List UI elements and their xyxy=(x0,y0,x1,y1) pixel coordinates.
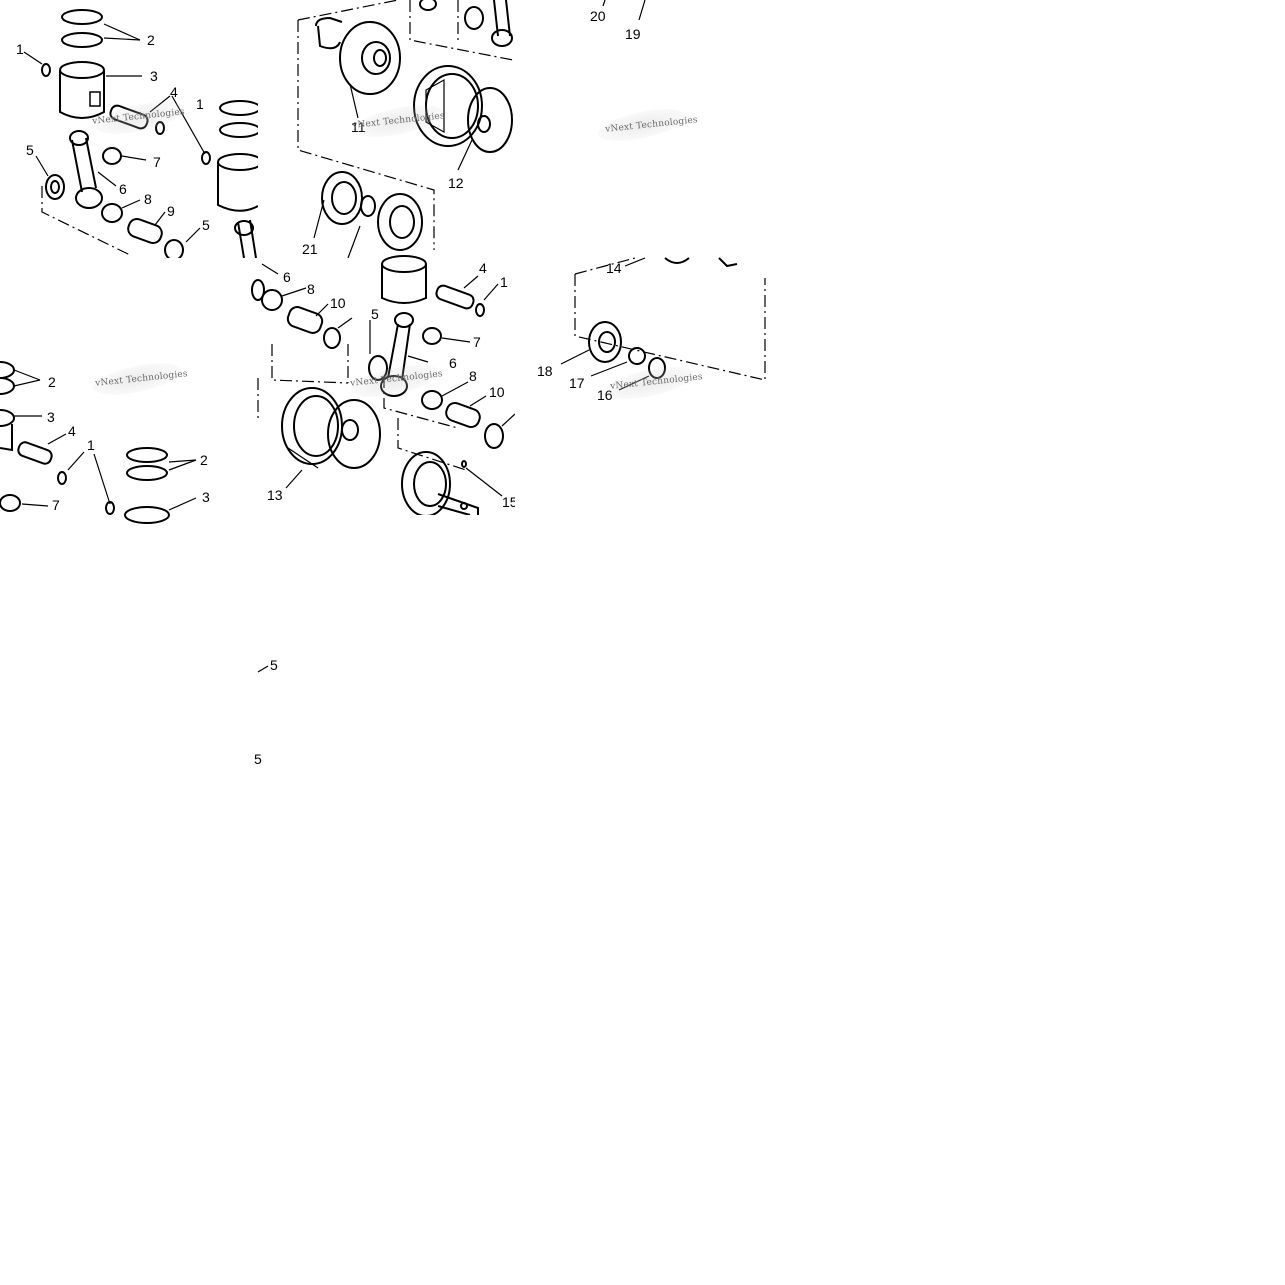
exploded-view-drawing xyxy=(560,257,766,391)
callout-label: 13 xyxy=(267,487,283,503)
callout-label: 7 xyxy=(473,334,481,350)
callout-label: 2 xyxy=(48,374,56,390)
callout-label: 5 xyxy=(26,142,34,158)
callout-label: 8 xyxy=(144,191,152,207)
diagram-tile-lower-center: 5 5 xyxy=(254,515,515,772)
callout-label: 10 xyxy=(330,295,346,311)
callout-label: 3 xyxy=(150,68,158,84)
exploded-view-drawing xyxy=(602,0,646,21)
callout-label: 2 xyxy=(200,452,208,468)
callout-label: 3 xyxy=(47,409,55,425)
callout-label: 1 xyxy=(87,437,95,453)
callout-label: 5 xyxy=(270,657,278,673)
exploded-view-drawing xyxy=(0,361,197,524)
callout-label: 8 xyxy=(307,281,315,297)
diagram-tile-bearing-right: 14 18 17 16 vNext Technologies xyxy=(515,257,772,515)
callout-label: 7 xyxy=(153,154,161,170)
callout-label: 4 xyxy=(479,260,487,276)
exploded-view-drawing xyxy=(257,665,269,673)
exploded-view-drawing xyxy=(297,0,514,259)
callout-label: 8 xyxy=(469,368,477,384)
callout-label: 17 xyxy=(569,375,585,391)
diagram-tile-upper-right: 20 19 vNext Technologies xyxy=(515,0,772,258)
callout-label: 4 xyxy=(68,423,76,439)
callout-label: 20 xyxy=(590,8,606,24)
callout-label: 1 xyxy=(16,41,24,57)
callout-label: 6 xyxy=(449,355,457,371)
callout-label: 3 xyxy=(202,489,210,505)
callout-label: 1 xyxy=(196,96,204,112)
callout-label: 19 xyxy=(625,26,641,42)
callout-label: 10 xyxy=(489,384,505,400)
diagram-tile-crank-left: 11 12 21 vNext Technologies xyxy=(258,0,515,259)
callout-label: 18 xyxy=(537,363,553,379)
diagram-tile-center: 6 8 10 4 1 5 7 6 8 10 13 15 vNext Techno… xyxy=(251,255,518,517)
callout-label: 4 xyxy=(170,84,178,100)
exploded-view-drawing xyxy=(251,255,516,517)
callout-label: 2 xyxy=(147,32,155,48)
callout-label: 6 xyxy=(283,269,291,285)
callout-label: 9 xyxy=(167,203,175,219)
callout-label: 1 xyxy=(500,274,508,290)
callout-label: 12 xyxy=(448,175,464,191)
callout-label: 5 xyxy=(202,217,210,233)
diagram-tile-piston-rod-left: 2 1 3 4 1 5 7 6 8 9 5 vNext Technologies xyxy=(0,0,263,261)
callout-label: 5 xyxy=(254,751,262,767)
callout-label: 21 xyxy=(302,241,318,257)
callout-label: 15 xyxy=(502,494,518,510)
callout-label: 16 xyxy=(597,387,613,403)
callout-label: 7 xyxy=(52,497,60,513)
callout-label: 14 xyxy=(606,260,622,276)
callout-label: 11 xyxy=(351,120,366,134)
callout-label: 6 xyxy=(119,181,127,197)
diagram-tile-piston-rod-lower: 2 3 4 1 2 7 3 vNext Technologies xyxy=(0,258,258,524)
callout-label: 5 xyxy=(371,306,379,322)
